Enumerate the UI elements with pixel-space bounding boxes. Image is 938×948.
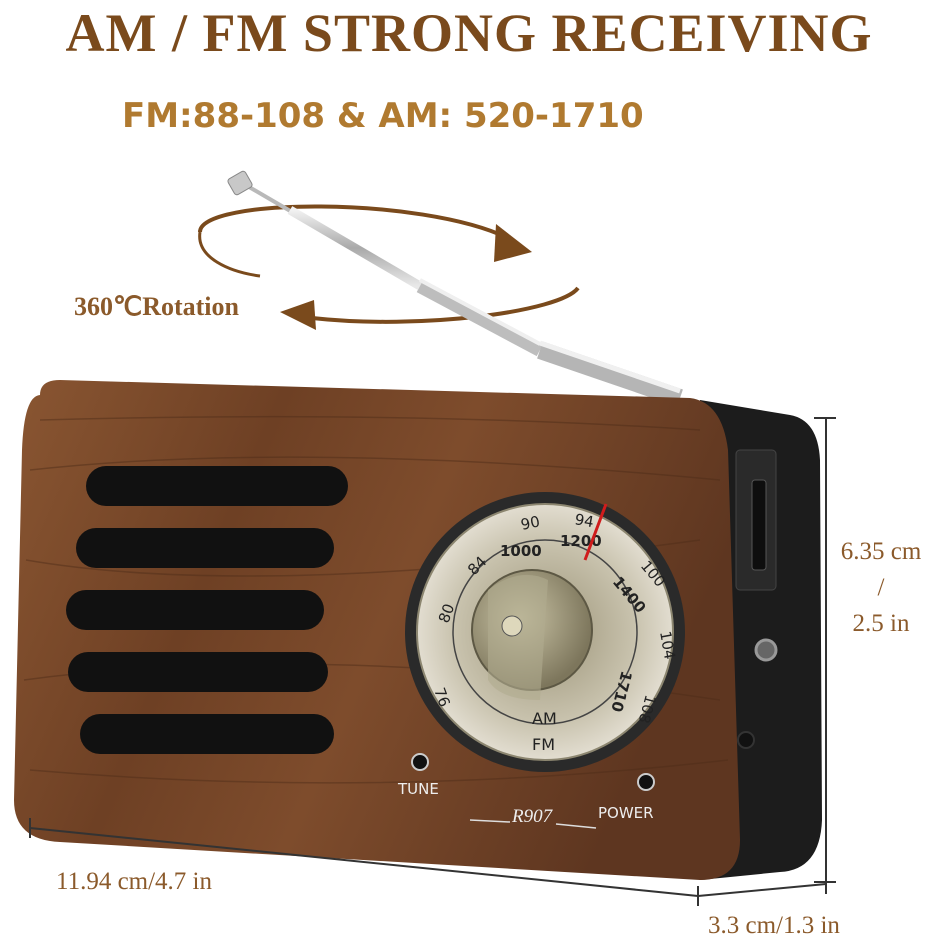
tune-indicator-icon [411, 753, 429, 771]
antenna [227, 170, 683, 407]
dimension-lines [29, 417, 836, 906]
headphone-jack-icon [754, 638, 778, 662]
am-scale-label: 1000 [500, 542, 542, 560]
width-dimension: 11.94 cm/4.7 in [56, 868, 213, 895]
power-indicator-icon [637, 773, 655, 791]
height-in: 2.5 in [852, 610, 910, 637]
power-label: POWER [598, 804, 654, 822]
frequency-range: FM:88-108 & AM: 520-1710 [122, 96, 644, 136]
model-label: R907 [511, 806, 554, 827]
fm-scale-label: 76 [430, 685, 453, 709]
band-label-am: AM [532, 709, 557, 728]
band-label-fm: FM [532, 735, 555, 754]
speaker-grille [66, 466, 348, 754]
tuning-needle [583, 503, 608, 561]
fm-scale-label: 104 [656, 630, 679, 661]
tune-label: TUNE [397, 780, 439, 798]
fm-scale-label: 90 [519, 512, 541, 534]
arrowhead-left-icon [280, 300, 316, 330]
fm-scale-label: 80 [435, 601, 458, 625]
rotation-arrow-top [198, 204, 509, 240]
arrowhead-right-icon [494, 224, 532, 262]
rotation-label: 360℃Rotation [74, 292, 239, 321]
depth-dimension: 3.3 cm/1.3 in [708, 912, 840, 939]
height-dimension: 6.35 cm / 2.5 in [826, 534, 936, 642]
height-cm: 6.35 cm [840, 538, 922, 565]
height-separator: / [877, 574, 885, 601]
headline: AM / FM STRONG RECEIVING [65, 3, 873, 63]
fm-scale-label: 94 [573, 510, 595, 531]
